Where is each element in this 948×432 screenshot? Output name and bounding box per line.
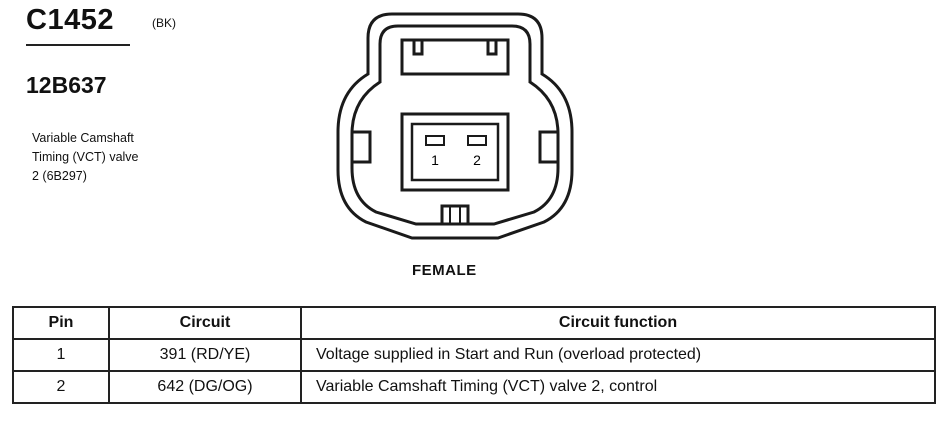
pin-socket-1 <box>425 135 445 146</box>
description-line: 2 (6B297) <box>32 169 87 183</box>
right-latch-icon <box>538 130 558 164</box>
header-pin: Pin <box>12 306 110 340</box>
connector-description: Variable Camshaft Timing (VCT) valve 2 (… <box>32 129 202 186</box>
pin-label-2: 2 <box>473 152 481 168</box>
header-circuit-function: Circuit function <box>300 306 936 340</box>
part-number: 12B637 <box>26 72 107 98</box>
table-row: 1 391 (RD/YE) Voltage supplied in Start … <box>12 338 936 372</box>
description-line: Timing (VCT) valve <box>32 150 139 164</box>
connector-inner-housing <box>350 24 560 226</box>
connector-id: C1452 <box>26 4 114 36</box>
view-label: FEMALE <box>412 262 477 279</box>
pinout-table: Pin Circuit Circuit function 1 391 (RD/Y… <box>12 306 936 404</box>
cell-function: Voltage supplied in Start and Run (overl… <box>300 338 936 372</box>
pin-socket-2 <box>467 135 487 146</box>
table-header-row: Pin Circuit Circuit function <box>12 306 936 340</box>
terminal-cavity-outer <box>400 112 510 192</box>
locking-tab-icon <box>400 38 510 76</box>
left-latch-icon <box>352 130 372 164</box>
bottom-key-icon <box>440 204 470 224</box>
cell-function: Variable Camshaft Timing (VCT) valve 2, … <box>300 370 936 404</box>
connector-id-underline <box>26 44 130 46</box>
description-line: Variable Camshaft <box>32 131 134 145</box>
header-circuit: Circuit <box>108 306 302 340</box>
connector-color-code: (BK) <box>152 16 176 30</box>
terminal-cavity-inner <box>410 122 500 182</box>
cell-pin: 1 <box>12 338 110 372</box>
cell-circuit: 642 (DG/OG) <box>108 370 302 404</box>
connector-outer-housing <box>336 12 574 240</box>
connector-face-diagram: 1 2 <box>336 12 574 240</box>
cell-pin: 2 <box>12 370 110 404</box>
cell-circuit: 391 (RD/YE) <box>108 338 302 372</box>
pin-label-1: 1 <box>431 152 439 168</box>
table-row: 2 642 (DG/OG) Variable Camshaft Timing (… <box>12 370 936 404</box>
